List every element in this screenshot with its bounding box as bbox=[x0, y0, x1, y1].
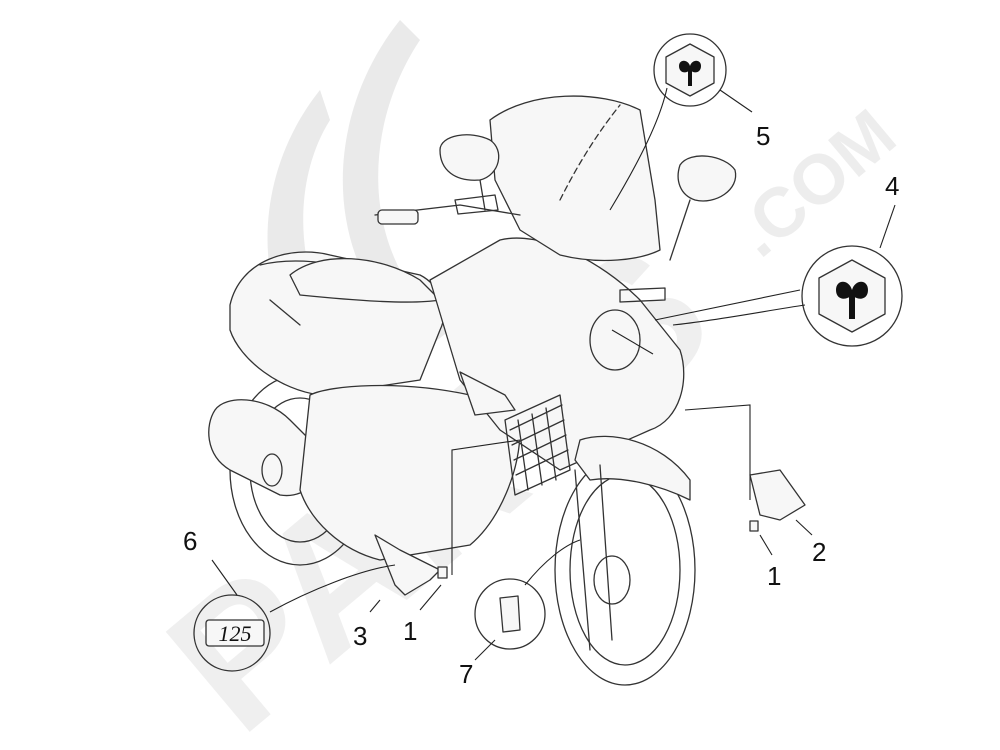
callout-6: 6 bbox=[183, 526, 197, 556]
badge-logo-top bbox=[653, 33, 727, 107]
piaggio-logo-icon bbox=[836, 281, 868, 319]
badge-displacement: 125 bbox=[193, 594, 271, 672]
callout-3: 3 bbox=[353, 621, 367, 651]
badge-logo-right bbox=[801, 245, 903, 347]
callout-4: 4 bbox=[885, 171, 899, 201]
callout-1-left: 1 bbox=[403, 616, 417, 646]
callout-2: 2 bbox=[812, 537, 826, 567]
callout-7: 7 bbox=[459, 659, 473, 689]
piaggio-logo-icon bbox=[679, 60, 701, 86]
displacement-text: 125 bbox=[219, 621, 252, 646]
callout-1-right: 1 bbox=[767, 561, 781, 591]
callout-5: 5 bbox=[756, 121, 770, 151]
leader-lines bbox=[211, 87, 896, 661]
badge-small-decal bbox=[474, 578, 546, 650]
scooter-illustration bbox=[208, 95, 806, 686]
callouts: 5 4 6 3 1 7 1 2 bbox=[183, 121, 899, 689]
